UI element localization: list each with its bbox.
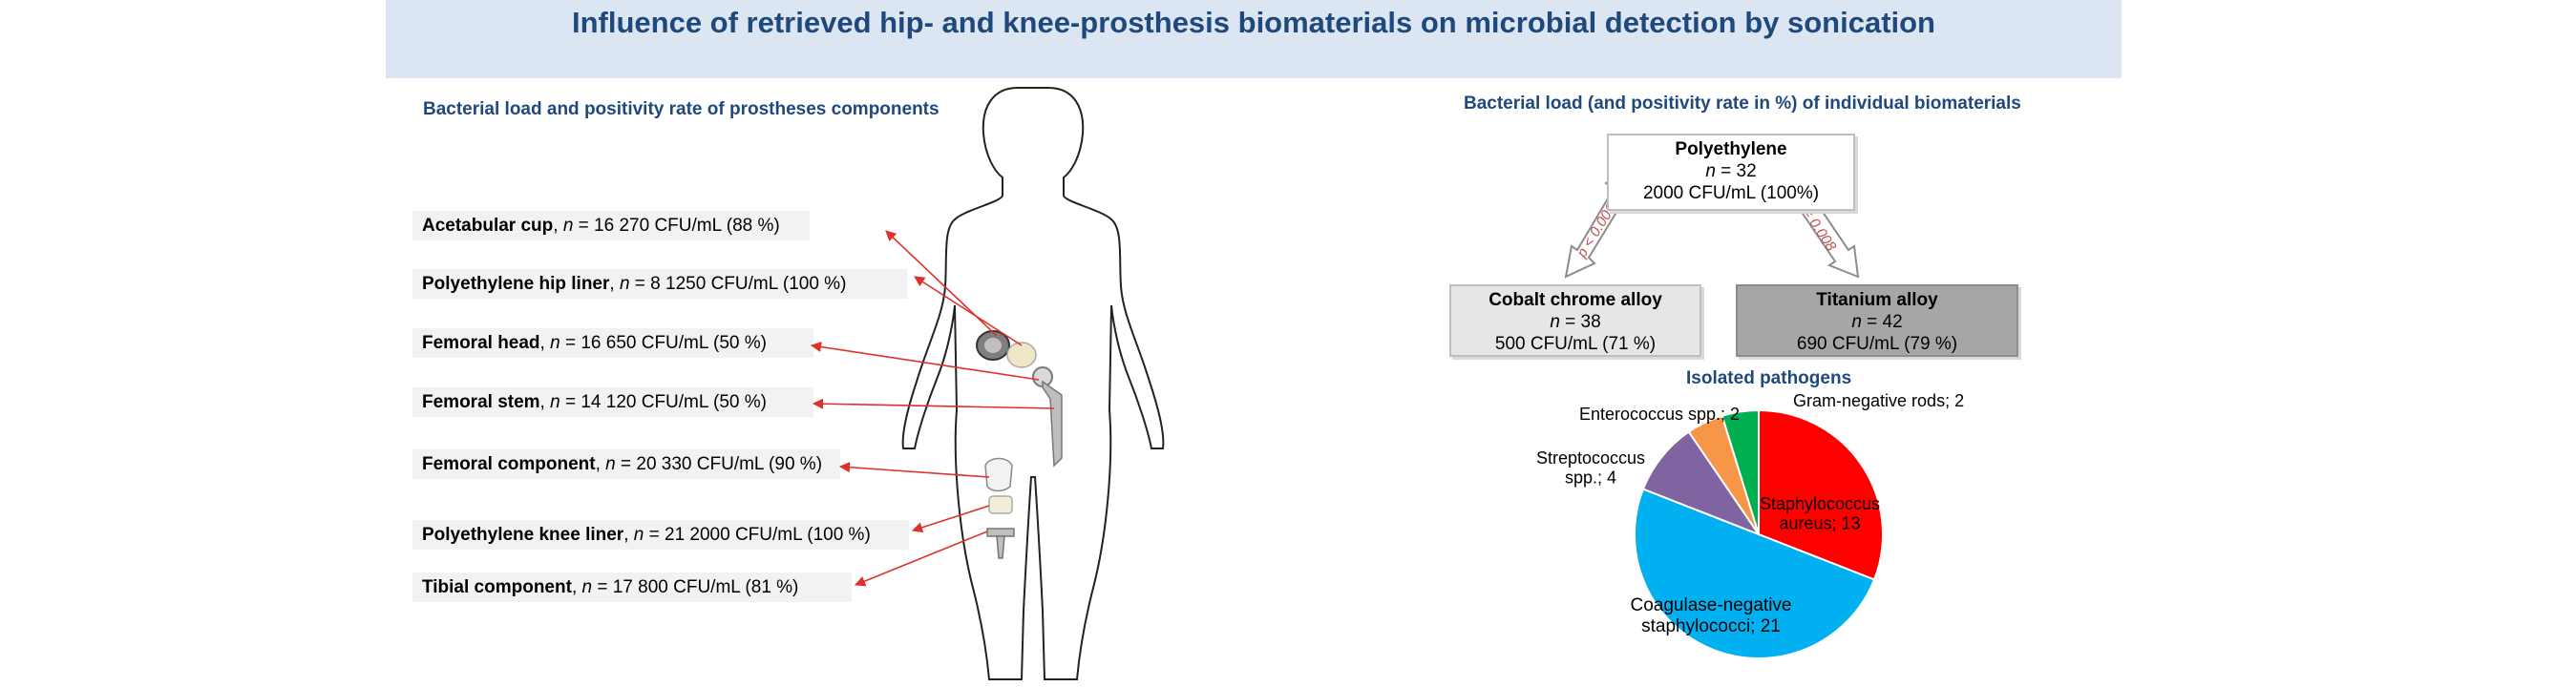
component-sep: ,: [571, 577, 582, 597]
component-name: Femoral stem: [422, 392, 540, 412]
component-polyethylene-hip-liner: Polyethylene hip liner, n = 8 1250 CFU/m…: [412, 269, 907, 299]
pie-slice: [1721, 408, 1760, 535]
pathogens-title: Isolated pathogens: [1686, 368, 1852, 388]
arrow-femoral-stem: [812, 398, 1055, 409]
component-name: Femoral component: [422, 454, 596, 474]
pie-slice: [1758, 408, 1884, 581]
arrow-femoral-head: [810, 341, 1040, 381]
pie-slice: [1641, 430, 1762, 537]
component-n-label: n: [619, 274, 630, 294]
material-titanium: Titanium alloy n = 42 690 CFU/mL (79 %): [1736, 284, 2018, 357]
arrow-hip-liner: [914, 276, 1023, 346]
component-acetabular-cup: Acetabular cup, n = 16 270 CFU/mL (88 %): [412, 211, 810, 240]
component-tibial-component: Tibial component, n = 17 800 CFU/mL (81 …: [412, 572, 852, 602]
component-sep: ,: [539, 392, 551, 412]
component-name: Tibial component: [422, 577, 572, 597]
component-stats: = 8 1250 CFU/mL (100 %): [629, 274, 847, 294]
component-stats: = 16 650 CFU/mL (50 %): [560, 333, 767, 353]
component-sep: ,: [539, 333, 551, 353]
component-n-label: n: [633, 525, 644, 545]
component-n-label: n: [605, 454, 616, 474]
material-name: Cobalt chrome alloy: [1489, 290, 1662, 310]
arrow-acetabular-cup: [885, 230, 998, 337]
component-femoral-component: Femoral component, n = 20 330 CFU/mL (90…: [412, 449, 840, 479]
component-sep: ,: [623, 525, 634, 545]
left-section-title: Bacterial load and positivity rate of pr…: [423, 99, 940, 119]
knee-prosthesis: [984, 457, 1015, 559]
pie-slice-label: Enterococcus spp.; 2: [1579, 405, 1740, 424]
material-load: 2000 CFU/mL (100%): [1642, 183, 1820, 203]
component-femoral-head: Femoral head, n = 16 650 CFU/mL (50 %): [412, 328, 813, 358]
component-stats: = 21 2000 CFU/mL (100 %): [644, 525, 871, 545]
component-name: Femoral head: [422, 333, 540, 353]
n-value: = 38: [1559, 312, 1601, 332]
n-label: n: [1550, 312, 1560, 332]
component-n-label: n: [562, 216, 574, 236]
component-stats: = 16 270 CFU/mL (88 %): [573, 216, 780, 236]
component-n-label: n: [550, 333, 560, 353]
component-name: Polyethylene hip liner: [422, 274, 610, 294]
arrow-knee-liner: [911, 505, 990, 533]
material-count: n = 32: [1609, 160, 1853, 182]
pie-slice-label: Gram-negative rods; 2: [1793, 391, 1964, 410]
material-name: Titanium alloy: [1816, 290, 1938, 310]
human-silhouette: [901, 87, 1165, 680]
pie-slice: [1634, 488, 1876, 659]
arrow-femoral-component: [838, 462, 990, 478]
component-n-label: n: [581, 577, 593, 597]
n-value: = 32: [1715, 161, 1757, 181]
material-count: n = 42: [1738, 311, 2016, 333]
component-name: Acetabular cup: [422, 216, 554, 236]
title-banner: Influence of retrieved hip- and knee-pro…: [386, 0, 2122, 78]
n-label: n: [1705, 161, 1716, 181]
n-value: = 42: [1861, 312, 1903, 332]
component-sep: ,: [595, 454, 606, 474]
right-section-title: Bacterial load (and positivity rate in %…: [1464, 94, 2021, 114]
component-polyethylene-knee-liner: Polyethylene knee liner, n = 21 2000 CFU…: [412, 520, 909, 550]
component-femoral-stem: Femoral stem, n = 14 120 CFU/mL (50 %): [412, 387, 813, 417]
component-name: Polyethylene knee liner: [422, 525, 624, 545]
material-name: Polyethylene: [1675, 139, 1787, 159]
component-sep: ,: [553, 216, 563, 236]
material-cobalt-chrome: Cobalt chrome alloy n = 38 500 CFU/mL (7…: [1449, 284, 1701, 357]
n-label: n: [1851, 312, 1862, 332]
component-stats: = 14 120 CFU/mL (50 %): [560, 392, 767, 412]
component-stats: = 17 800 CFU/mL (81 %): [592, 577, 799, 597]
material-count: n = 38: [1451, 311, 1700, 333]
hip-prosthesis: [976, 330, 1063, 468]
page-title: Influence of retrieved hip- and knee-pro…: [571, 6, 1935, 39]
component-stats: = 20 330 CFU/mL (90 %): [615, 454, 823, 474]
material-load: 690 CFU/mL (79 %): [1796, 334, 1958, 354]
component-sep: ,: [609, 274, 620, 294]
component-n-label: n: [550, 392, 560, 412]
arrow-tibial-component: [854, 531, 988, 587]
material-load: 500 CFU/mL (71 %): [1494, 334, 1657, 354]
material-polyethylene: Polyethylene n = 32 2000 CFU/mL (100%): [1607, 134, 1855, 211]
